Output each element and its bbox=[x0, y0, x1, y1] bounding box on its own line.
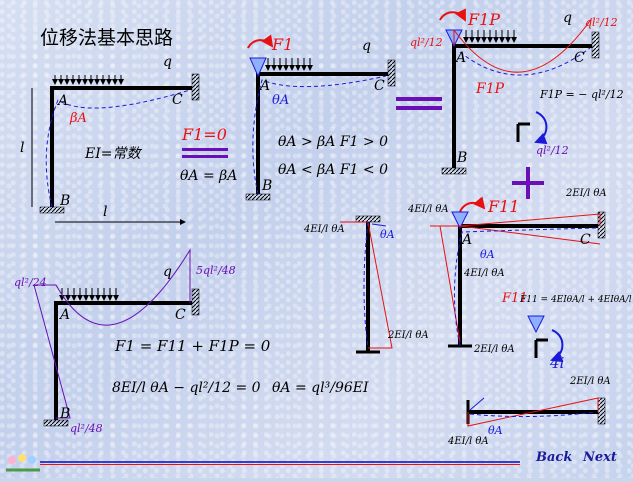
moment-4ei-label: 4EI/l θA bbox=[447, 436, 489, 447]
span-l-label: l bbox=[103, 204, 107, 220]
f1-label: F1 bbox=[271, 35, 293, 54]
load-q-label: q bbox=[163, 264, 172, 280]
footer-decoration bbox=[6, 454, 520, 472]
moment-ql2-12-right: ql²/12 bbox=[585, 16, 618, 29]
joint-c-label: C bbox=[580, 232, 591, 248]
beam-rotation: 2EI/l θA θA 4EI/l θA bbox=[447, 376, 611, 447]
joint-b-label: B bbox=[456, 150, 467, 166]
column-rotation: 4EI/l θA θA 2EI/l θA bbox=[303, 215, 429, 354]
unit-rotation-frame: 4EI/l θA F11 2EI/l θA A C θA 4EI/l θA 2E… bbox=[407, 188, 607, 355]
f1p-label: F1P bbox=[467, 10, 500, 29]
flower-icon bbox=[18, 454, 26, 462]
joint-b-label: B bbox=[59, 406, 70, 422]
next-button[interactable]: Next bbox=[582, 450, 617, 465]
distributed-load-arrows bbox=[59, 288, 119, 301]
distributed-load-arrows bbox=[52, 75, 124, 85]
joint-a-label: A bbox=[454, 50, 466, 66]
theta-eq-beta: θA = βA bbox=[180, 168, 237, 184]
flower-icon bbox=[8, 456, 16, 464]
f1p-joint-label: F1P bbox=[475, 81, 505, 97]
joint-c-label: C bbox=[172, 92, 183, 108]
joint-a-detail-load bbox=[516, 111, 548, 145]
original-frame: q A C B βA EI=常数 l l bbox=[20, 54, 200, 225]
joint-c-label: C bbox=[374, 78, 385, 94]
condition-greater: θA > βA F1 > 0 bbox=[278, 134, 388, 150]
load-q-label: q bbox=[163, 54, 172, 70]
joint-b-label: B bbox=[261, 178, 272, 194]
theta-result: θA = ql³/96EI bbox=[272, 380, 369, 396]
page-title: 位移法基本思路 bbox=[40, 27, 173, 49]
moment-5ql2-48: 5ql²/48 bbox=[196, 264, 236, 277]
moment-ql2-24: ql²/24 bbox=[14, 276, 47, 289]
joint-a-label: A bbox=[258, 78, 270, 94]
moment-4ei-label: 4EI/l θA bbox=[303, 224, 345, 235]
final-moment-frame: q ql²/24 5ql²/48 ql²/48 A C B bbox=[14, 248, 236, 435]
theta-a-label: θA bbox=[272, 93, 289, 108]
f1-zero-text: F1=0 bbox=[181, 125, 227, 144]
equals-sign bbox=[396, 106, 442, 110]
four-i-label: 4i bbox=[549, 354, 565, 372]
next-button-label[interactable]: Next bbox=[582, 450, 617, 465]
moment-4ei-col-label: 4EI/l θA bbox=[463, 268, 505, 279]
joint-a-detail-rotation bbox=[527, 315, 564, 363]
equal-bar bbox=[182, 155, 228, 158]
moment-4ei-beam-label: 4EI/l θA bbox=[407, 204, 449, 215]
moment-ql2-48: ql²/48 bbox=[70, 422, 103, 435]
ei-constant-label: EI=常数 bbox=[84, 146, 142, 162]
distributed-load-arrows bbox=[265, 58, 313, 71]
theta-a-label: θA bbox=[480, 248, 495, 261]
condition-less: θA < βA F1 < 0 bbox=[278, 162, 388, 178]
moment-ql2-12-left: ql²/12 bbox=[410, 36, 443, 49]
joint-b-label: B bbox=[59, 193, 70, 209]
solve-equation: 8EI/l θA − ql²/12 = 0 bbox=[112, 380, 261, 396]
joint-a-label: A bbox=[460, 232, 472, 248]
f1p-value: F1P = − ql²/12 bbox=[539, 88, 624, 101]
f11-joint-label: F11 bbox=[501, 291, 528, 306]
back-button-label[interactable]: Back bbox=[535, 450, 572, 465]
equal-bar bbox=[182, 148, 228, 151]
joint-a-label: A bbox=[56, 93, 68, 109]
distributed-load-arrows bbox=[463, 30, 517, 43]
restrained-frame: F1 q A C B θA bbox=[245, 34, 396, 201]
sum-equation: F1 = F11 + F1P = 0 bbox=[114, 337, 271, 355]
joint-c-label: C bbox=[574, 50, 585, 66]
theta-a-label: θA bbox=[380, 228, 395, 241]
back-button[interactable]: Back bbox=[535, 450, 572, 465]
moment-2ei-beam-label: 2EI/l θA bbox=[565, 188, 607, 199]
equals-sign bbox=[396, 97, 442, 101]
load-q-label: q bbox=[362, 38, 371, 54]
beta-a-label: βA bbox=[69, 111, 87, 126]
moment-ql2-12-joint: ql²/12 bbox=[536, 144, 569, 157]
flower-icon bbox=[28, 456, 36, 464]
f11-label: F11 bbox=[487, 197, 519, 216]
moment-2ei-col-label: 2EI/l θA bbox=[473, 344, 515, 355]
plus-sign bbox=[526, 167, 530, 199]
load-q-label: q bbox=[563, 10, 572, 26]
joint-a-label: A bbox=[58, 307, 70, 323]
height-l-label: l bbox=[20, 140, 24, 156]
theta-a-label: θA bbox=[488, 424, 503, 437]
load-state-frame: F1P q ql²/12 ql²/12 A C B bbox=[410, 8, 618, 175]
f11-value: F11 = 4EIθA/l + 4EIθA/l bbox=[519, 295, 632, 305]
joint-c-label: C bbox=[175, 307, 186, 323]
moment-2ei-label: 2EI/l θA bbox=[569, 376, 611, 387]
moment-2ei-label: 2EI/l θA bbox=[387, 330, 429, 341]
